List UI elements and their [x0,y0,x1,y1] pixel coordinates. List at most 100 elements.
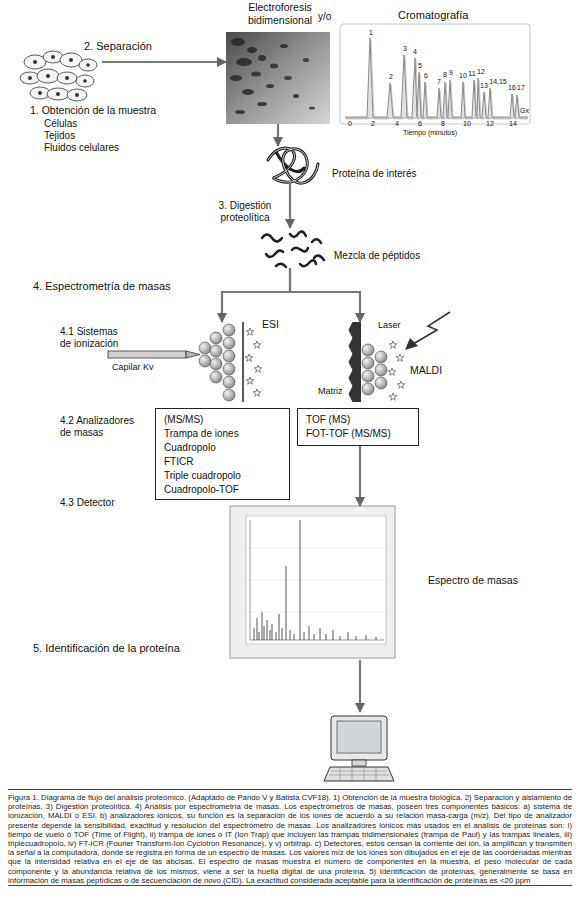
cells-illustration-part [30,87,50,99]
axis-tick: 4 [387,120,407,128]
cells-illustration [20,51,97,101]
sample-stage: 1. Obtención de la muestraCélulasTejidos… [20,46,102,102]
peak-number: 1 [359,29,383,37]
peptide-fragments-part [300,260,316,266]
stage-label: 4.2 Analizadores de masas [60,415,142,439]
spectrum-node: Espectro de masas [230,506,395,658]
peak-number: 7 [427,78,451,86]
gel-image-part [230,38,315,114]
stage-label: 4.3 Detector [60,497,150,509]
node-text: Mezcla de péptidos [334,250,464,262]
gel-image-part-part [235,110,245,114]
chromatogram [340,24,530,124]
gel-image-part-part [231,38,245,46]
esi-source [108,322,262,402]
analyzer-box: TOF (MS)FOT-TOF (MS/MS) [297,408,419,446]
stage-label: Matriz [318,386,352,397]
node-text: Fluidos celulares [44,142,154,154]
esi-source-part [246,377,254,384]
cells-illustration-part [47,88,69,100]
cells-illustration-part [20,72,40,84]
chromatogram-part [346,40,528,119]
cells-illustration-part-part [56,92,60,96]
cells-illustration-part [79,59,97,71]
computer-icon-part [329,767,389,781]
stage-label: Capilar Kv [112,362,154,373]
gel-image-part-part [230,75,242,81]
node-text: 1. Obtención de la muestra [30,104,190,117]
computer-icon-part [352,760,366,766]
mass-spectrum-part [246,548,386,612]
chromatogram-part [345,118,528,119]
gel-image-part-part [270,64,278,69]
peak-number: 4 [403,48,427,56]
gel-image-part [226,32,330,124]
peptide-fragments-part [262,235,282,242]
gel-image-part-part [284,76,292,80]
esi-source-part-part [199,355,211,367]
maldi-source-part-part [362,344,374,356]
peak-number: 5 [408,62,432,70]
cells-illustration-part-part [83,79,87,83]
gel-image-part-part [251,72,261,77]
protein-ribbon [268,148,318,183]
flow-arrow [359,660,361,712]
peak-number: 17 [509,84,533,92]
gel-image [226,32,330,124]
maldi-source-part [388,368,396,375]
esi-source-part [253,341,261,348]
esi-source-part [108,351,186,358]
maldi-source-part-part [362,357,374,369]
stage-label: 4.1 Sistemas de ionización [60,326,124,350]
maldi-source-part-part [362,370,374,382]
flow-arrow [277,124,279,146]
maldi-node: MALDI [352,322,412,402]
maldi-source-part-part [375,377,387,389]
computer-icon-part [337,721,381,753]
gel-image-part-part [280,44,288,48]
node-text: Cromatografía [398,9,498,22]
gel-image-part-part [242,89,254,95]
figure-caption: Figura 1. Diagrama de flujo del análisis… [8,789,572,886]
peak-number: 14,15 [486,78,510,86]
node-text: Células [44,118,144,130]
cells-illustration-part-part [33,60,37,64]
axis-tick: 6 [410,120,430,128]
node-text: TOF (MS) [306,414,418,426]
esi-source-part [253,389,261,396]
esi-source-part [254,365,262,372]
cells-illustration-part [43,51,63,63]
analyzer-box: (MS/MS)Trampa de ionesCuadropoloFTICRTri… [155,408,290,500]
esi-source-part [246,328,254,335]
cells-illustration-part-part [46,74,50,78]
cells-illustration-part [76,75,94,87]
peak-number: 6 [414,72,438,80]
node-text: Trampa de iones [164,428,289,440]
esi-source-part [245,354,253,361]
cells-illustration-part [67,89,87,101]
stage-label: 5. Identificación de la proteína [33,642,253,655]
cells-illustration-part-part [69,58,73,62]
cells-illustration-part-part [75,93,79,97]
cells-illustration-part-part [28,76,32,80]
esi-source-part [199,324,235,401]
axis-label: Tiempo (minutos) [380,129,480,137]
node-text: Cuadropolo [164,442,289,454]
node-text: FTICR [164,456,289,468]
mass-spectrum [230,506,395,658]
esi-node: ESI [196,322,266,402]
maldi-source-part-part [375,364,387,376]
gel-image-part-part [247,47,257,53]
edge-label: 2. Separación [84,40,194,53]
node-text: Cuadropolo-TOF [164,484,289,496]
node-text: ESI [262,318,292,331]
maldi-source-part [353,322,361,402]
gel-image-part-part [257,102,267,106]
flow-arrow [289,182,291,228]
protein-scribble [268,148,318,183]
cells-illustration-part [57,72,77,84]
gel-image-part-part [266,84,274,88]
gel-image-part-part [309,107,315,110]
stage-label: y/o [318,11,342,23]
maldi-source-part [396,354,404,361]
